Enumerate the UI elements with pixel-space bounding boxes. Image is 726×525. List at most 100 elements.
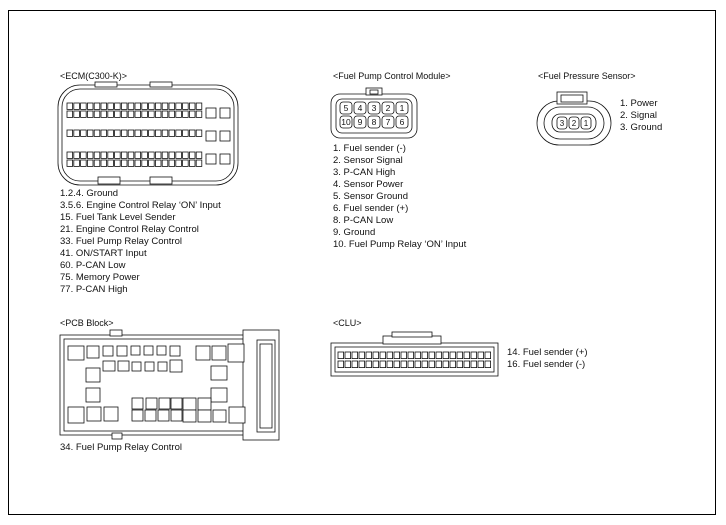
clu-pin-cavity	[428, 360, 435, 368]
list-item: 1. Fuel sender (-)	[333, 143, 406, 154]
clu-pin-cavity	[337, 360, 344, 368]
ecm-pin-cavity	[127, 102, 135, 110]
list-item: 8. P-CAN Low	[333, 215, 394, 226]
clu-pin-cavity	[470, 351, 477, 359]
ecm-pin-cavity	[168, 129, 175, 137]
ecm-pin-cavity	[182, 102, 189, 110]
clu-pin-cavity	[414, 351, 421, 359]
clu-pin-cavity	[337, 351, 344, 359]
ecm-pin-cavity	[114, 102, 121, 110]
ecm-pin-cavity	[107, 129, 114, 137]
ecm-pin-cavity	[188, 102, 196, 110]
list-item: 9. Ground	[333, 227, 376, 238]
fps-pin-number: 3	[560, 119, 565, 128]
clu-pin-cavity	[372, 351, 379, 359]
list-item: 6. Fuel sender (+)	[333, 203, 409, 214]
ecm-pin-cavity	[93, 129, 101, 137]
ecm-pin-cavity	[154, 151, 162, 159]
fpcm-pin	[339, 101, 353, 115]
clu-pin-cavity	[386, 360, 393, 368]
ecm-pin-cavity	[141, 102, 148, 110]
pcb-pin-cavity	[67, 406, 85, 424]
clu-pin-cavity	[442, 351, 449, 359]
ecm-pin-cavity	[188, 129, 196, 137]
list-item: 4. Sensor Power	[333, 179, 404, 190]
ecm-pin-cavity	[148, 159, 155, 167]
pcb-pin-cavity	[212, 409, 227, 423]
fps-pin-number: 1	[584, 119, 589, 128]
ecm-pin-cavity	[188, 151, 196, 159]
ecm-pin-cavity	[188, 159, 196, 167]
ecm-pin-cavity	[80, 102, 87, 110]
ecm-pin-cavity	[168, 159, 175, 167]
ecm-pin-cavity	[80, 110, 87, 118]
ecm-pin-cavity	[66, 110, 73, 118]
pcb-pin-cavity	[144, 361, 155, 372]
pcb-pin-cavity	[210, 387, 228, 403]
ecm-pin-cavity	[141, 159, 148, 167]
ecm-pin-cavity	[175, 102, 182, 110]
pcb-pin-cavity	[86, 406, 102, 422]
fps-pin-number: 2	[572, 119, 577, 128]
fpcm-pin	[353, 115, 367, 129]
fpcm-pin-number: 5	[344, 103, 349, 113]
clu-pin-cavity	[393, 351, 400, 359]
fpcm-pin	[367, 101, 381, 115]
ecm-pin-cavity	[148, 110, 155, 118]
clu-pin-cavity	[372, 360, 379, 368]
ecm-pin-cavity	[87, 102, 94, 110]
clu-pin-cavity	[449, 351, 456, 359]
ecm-pin-cavity	[195, 151, 203, 159]
fpcm-pin-number: 7	[386, 117, 391, 127]
pcb-pin-cavity	[102, 360, 116, 372]
pcb-pin-cavity	[130, 345, 141, 356]
list-item: 3.5.6. Engine Control Relay ‘ON’ Input	[60, 200, 221, 211]
pcb-pin-cavity	[145, 397, 158, 410]
clu-pin-cavity	[456, 351, 463, 359]
ecm-pin-cavity	[182, 159, 189, 167]
pcb-pin-cavity	[210, 365, 228, 381]
fpcm-pin-number: 8	[372, 117, 377, 127]
ecm-pin-cavity	[73, 110, 80, 118]
ecm-pin-cavity	[121, 151, 128, 159]
fps-pin	[580, 116, 592, 130]
pcb-pin-cavity	[67, 345, 85, 361]
ecm-pin-cavity	[80, 151, 87, 159]
clu-pin-cavity	[435, 360, 442, 368]
fpcm-pin	[395, 101, 409, 115]
fpcm-pin-list: 1. Fuel sender (-) 2. Sensor Signal 3. P…	[333, 143, 466, 251]
ecm-pin-cavity	[100, 110, 107, 118]
ecm-pin-cavity	[141, 151, 148, 159]
list-item: 16. Fuel sender (-)	[507, 359, 586, 370]
pcb-pin-cavity	[103, 406, 119, 422]
pcb-pin-cavity	[170, 397, 183, 410]
ecm-pin-cavity	[134, 110, 141, 118]
ecm-pin-cavity	[121, 159, 128, 167]
ecm-pin-grid	[66, 102, 203, 167]
ecm-pin-cavity	[182, 129, 189, 137]
ecm-title: <ECM(C300-K)>	[60, 71, 128, 81]
ecm-pin-cavity	[114, 129, 121, 137]
clu-pin-cavity	[365, 360, 372, 368]
ecm-pin-cavity	[93, 159, 101, 167]
fps-title: <Fuel Pressure Sensor>	[538, 71, 636, 81]
fpcm-pin-number: 10	[341, 117, 351, 127]
fps-pin	[556, 116, 568, 130]
ecm-pin-cavity	[161, 102, 169, 110]
fpcm-pin-number: 2	[386, 103, 391, 113]
ecm-pin-cavity	[161, 110, 169, 118]
clu-pin-cavity	[344, 351, 351, 359]
pcb-pin-cavity	[169, 359, 183, 373]
fpcm-pin-number: 9	[358, 117, 363, 127]
ecm-pin-cavity	[195, 159, 203, 167]
ecm-pin-cavity	[168, 151, 175, 159]
list-item: 1.2.4. Ground	[60, 188, 119, 199]
ecm-pin-cavity	[127, 129, 135, 137]
clu-pin-cavity	[379, 360, 386, 368]
fpcm-pin-number: 3	[372, 103, 377, 113]
ecm-pin-cavity	[114, 110, 121, 118]
fpcm-pin-number: 4	[358, 103, 363, 113]
ecm-pin-cavity	[134, 151, 141, 159]
clu-pin-cavity	[393, 360, 400, 368]
fpcm-pin	[395, 115, 409, 129]
